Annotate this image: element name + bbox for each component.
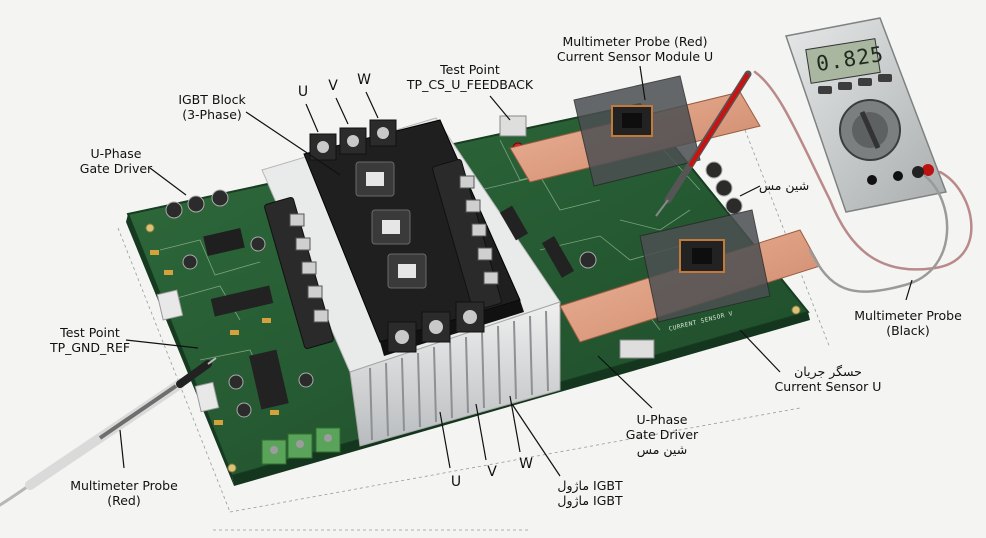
phase-top-v: V (328, 78, 338, 94)
phase-arrows-top (306, 92, 378, 132)
phase-top-w: W (357, 72, 371, 88)
phase-top-u: U (298, 84, 308, 100)
phase-bottom-u: U (451, 474, 461, 490)
phase-bottom-w: W (519, 456, 533, 472)
label-current-sensor: حسگر جریان Current Sensor U (775, 364, 882, 394)
label-probe-red-bottom: Multimeter Probe (Red) (70, 478, 178, 508)
label-probe-black: Multimeter Probe (Black) (854, 308, 962, 338)
label-gate-driver-bottom: U-Phase Gate Driver شین مس (626, 412, 698, 457)
label-busbar-right: شین مس (759, 178, 809, 193)
label-test-point-cs: Test Point TP_CS_U_FEEDBACK (407, 62, 533, 92)
label-probe-red-top: Multimeter Probe (Red) Current Sensor Mo… (557, 34, 713, 64)
red-probe-bottom (30, 358, 216, 485)
phase-bottom-v: V (487, 464, 497, 480)
label-test-point-gnd: Test Point TP_GND_REF (50, 325, 130, 355)
label-igbt-block: IGBT Block (3-Phase) (178, 92, 245, 122)
label-igbt-module: ماژول IGBT ماژول IGBT (557, 478, 622, 508)
label-gate-driver-left: U-Phase Gate Driver (80, 146, 152, 176)
